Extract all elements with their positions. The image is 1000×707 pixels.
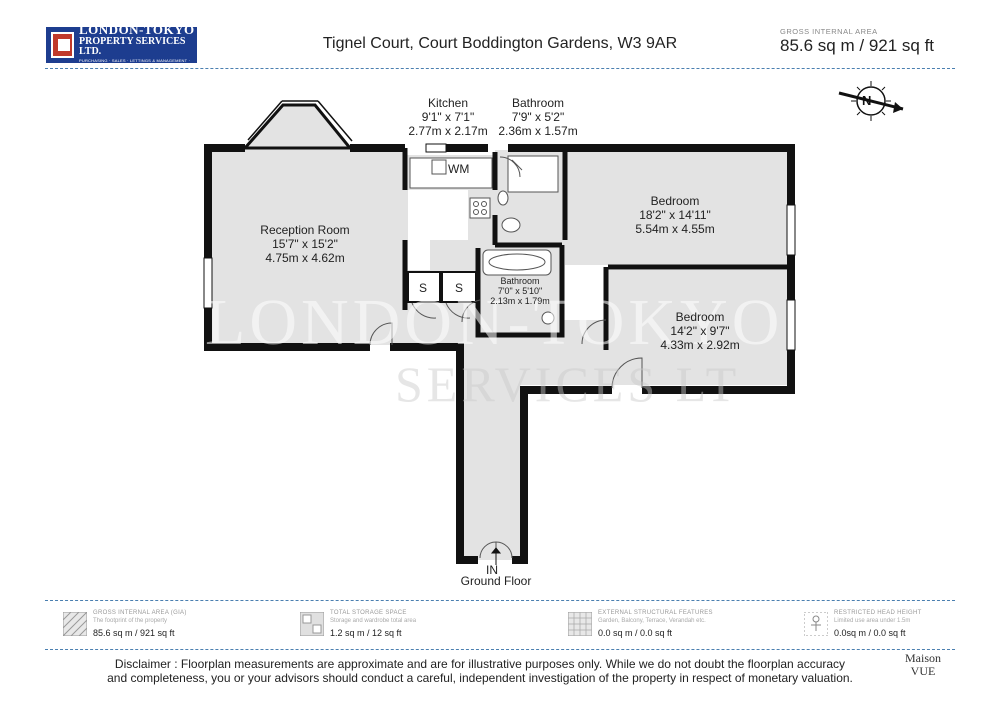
key-head-height: RESTRICTED HEAD HEIGHT Limited use area …: [804, 610, 1000, 650]
key-desc: Storage and wardrobe total area: [330, 618, 417, 624]
entrance-label: IN: [486, 563, 498, 577]
room-bedroom-1: Bedroom 18'2" x 14'11" 5.54m x 4.55m: [610, 194, 740, 236]
room-name: Reception Room: [260, 223, 350, 237]
key-title: EXTERNAL STRUCTURAL FEATURES: [598, 610, 713, 616]
kitchen-fixtures: [409, 157, 493, 219]
compass-label: N: [862, 93, 872, 108]
key-storage: TOTAL STORAGE SPACE Storage and wardrobe…: [300, 610, 500, 650]
key-desc: The footprint of the property: [93, 618, 168, 624]
kitchen-worktop: [408, 190, 468, 270]
bay-window: [241, 100, 354, 150]
room-imperial: 7'0" x 5'10": [497, 286, 543, 296]
room-metric: 2.77m x 2.17m: [408, 124, 488, 138]
brand-line2: VUE: [910, 664, 936, 678]
room-imperial: 15'7" x 15'2": [272, 237, 338, 251]
entrance-arrow-icon: [490, 547, 502, 565]
room-name: Kitchen: [427, 96, 469, 110]
room-metric: 4.33m x 2.92m: [660, 338, 740, 352]
company-logo: LONDON-TOKYO PROPERTY SERVICES LTD. PURC…: [46, 23, 197, 67]
room-kitchen: Kitchen 9'1" x 7'1" 2.77m x 2.17m: [398, 96, 498, 138]
key-external: EXTERNAL STRUCTURAL FEATURES Garden, Bal…: [568, 610, 768, 650]
washing-machine-label: WM: [448, 162, 470, 176]
room-metric: 4.75m x 4.62m: [265, 251, 345, 265]
hatch-swatch-icon: [63, 612, 87, 636]
key-desc: Limited use area under 1.5m: [834, 618, 911, 624]
room-name: Bathroom: [511, 96, 565, 110]
room-name: Bedroom: [675, 310, 725, 324]
room-name: Bathroom: [500, 276, 540, 286]
person-swatch-icon: [804, 612, 828, 636]
storage-label-2: S: [455, 281, 464, 295]
key-value: 1.2 sq m / 12 sq ft: [330, 628, 402, 638]
key-value: 0.0sq m / 0.0 sq ft: [834, 628, 906, 638]
room-imperial: 7'9" x 5'2": [511, 110, 565, 124]
key-divider-bottom: [45, 649, 955, 650]
disclaimer-line2: and completeness, you or your advisors s…: [107, 671, 853, 685]
crest-icon: [51, 32, 75, 58]
logo-line1: LONDON-TOKYO: [79, 22, 195, 37]
gia-label: GROSS INTERNAL AREA: [780, 27, 878, 36]
room-imperial: 18'2" x 14'11": [639, 208, 711, 222]
compass-icon: [838, 81, 904, 121]
grid-swatch-icon: [568, 612, 592, 636]
key-title: GROSS INTERNAL AREA (GIA): [93, 610, 187, 616]
key-divider-top: [45, 600, 955, 601]
header-divider: [45, 68, 955, 69]
logo-line3: PURCHASING · SALES · LETTINGS & MANAGEME…: [79, 58, 190, 67]
room-reception: Reception Room 15'7" x 15'2" 4.75m x 4.6…: [240, 223, 370, 265]
storage-label-1: S: [419, 281, 428, 295]
key-value: 85.6 sq m / 921 sq ft: [93, 628, 175, 638]
floor-plan: [203, 81, 904, 565]
key-title: TOTAL STORAGE SPACE: [330, 610, 407, 616]
gia-value: 85.6 sq m / 921 sq ft: [780, 36, 935, 55]
floor-label: Ground Floor: [460, 574, 532, 588]
logo-line2: PROPERTY SERVICES LTD.: [79, 36, 186, 57]
room-metric: 2.36m x 1.57m: [498, 124, 578, 138]
room-imperial: 9'1" x 7'1": [421, 110, 475, 124]
room-name: Bedroom: [650, 194, 700, 208]
room-metric: 5.54m x 4.55m: [635, 222, 715, 236]
key-title: RESTRICTED HEAD HEIGHT: [834, 610, 922, 616]
room-imperial: 14'2" x 9'7": [670, 324, 730, 338]
key-value: 0.0 sq m / 0.0 sq ft: [598, 628, 673, 638]
room-bathroom-top: Bathroom 7'9" x 5'2" 2.36m x 1.57m: [488, 96, 588, 138]
key-gia: GROSS INTERNAL AREA (GIA) The footprint …: [63, 610, 263, 650]
storage-cupboards: [407, 271, 477, 303]
storage-swatch-icon: [300, 612, 324, 636]
room-bathroom-mid: Bathroom 7'0" x 5'10" 2.13m x 1.79m: [484, 276, 556, 306]
bathroom-fixtures: [482, 155, 559, 325]
brand-line1: Maison: [905, 651, 941, 665]
door-swings: [369, 156, 643, 559]
key-desc: Garden, Balcony, Terrace, Verandah etc.: [598, 618, 706, 624]
disclaimer-line1: Disclaimer : Floorplan measurements are …: [114, 657, 846, 671]
maison-vue-logo: Maison VUE: [905, 652, 941, 678]
disclaimer: Disclaimer : Floorplan measurements are …: [70, 657, 890, 685]
internal-walls: [402, 148, 791, 350]
watermark-line1: LONDON-TOKYO: [205, 286, 784, 359]
room-bedroom-2: Bedroom 14'2" x 9'7" 4.33m x 2.92m: [640, 310, 760, 352]
external-walls: [204, 144, 795, 564]
property-address: Tignel Court, Court Boddington Gardens, …: [322, 35, 678, 52]
windows: [203, 143, 796, 351]
room-metric: 2.13m x 1.79m: [490, 296, 550, 306]
watermark-line2: SERVICES LT: [395, 356, 741, 412]
